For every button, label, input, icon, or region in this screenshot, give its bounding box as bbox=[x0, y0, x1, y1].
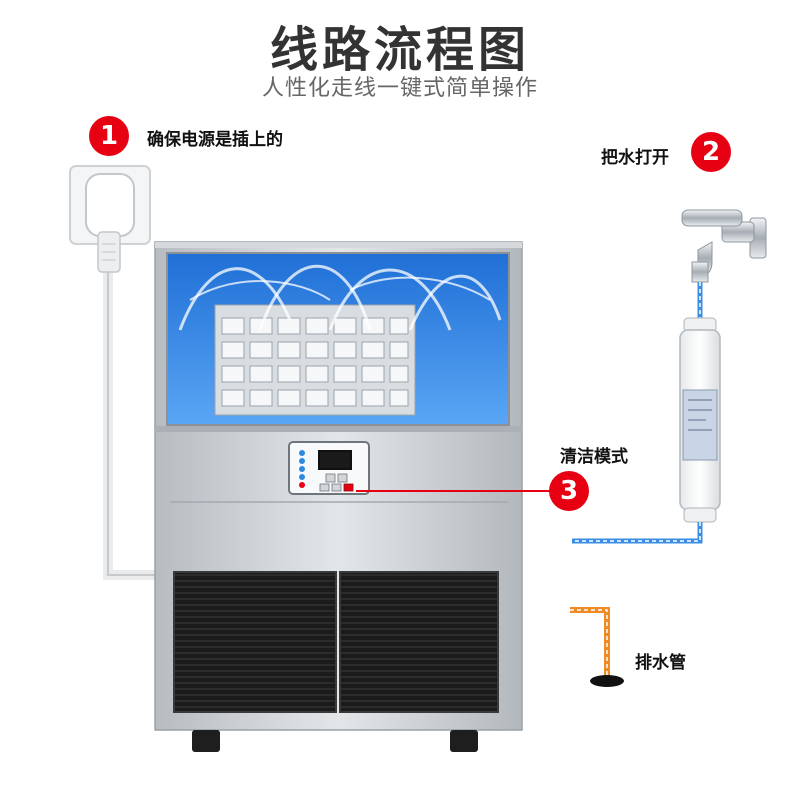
power-socket-icon bbox=[69, 165, 151, 273]
water-splash bbox=[178, 264, 502, 331]
drain-pipe-label: 排水管 bbox=[635, 653, 686, 673]
step-2-label: 把水打开 bbox=[601, 148, 669, 168]
water-filter-icon bbox=[679, 317, 721, 523]
right-grille bbox=[339, 571, 499, 713]
page-title: 线路流程图 bbox=[269, 22, 530, 78]
drain-pipe-icon bbox=[570, 607, 624, 687]
ice-tray bbox=[214, 304, 416, 416]
control-panel bbox=[288, 441, 370, 495]
step-2-badge: 2 bbox=[691, 132, 731, 172]
left-grille bbox=[173, 571, 337, 713]
step-3-label: 清洁模式 bbox=[560, 447, 628, 467]
page-subtitle: 人性化走线一键式简单操作 bbox=[261, 76, 538, 101]
power-cord bbox=[103, 265, 165, 580]
step-1-label: 确保电源是插上的 bbox=[147, 130, 283, 150]
step-1-badge: 1 bbox=[89, 116, 129, 156]
water-hose-lower bbox=[572, 522, 703, 544]
step-3-badge: 3 bbox=[549, 471, 589, 511]
water-tap-icon bbox=[681, 209, 767, 283]
machine-foot-right bbox=[450, 730, 478, 752]
ice-machine bbox=[154, 241, 523, 752]
machine-foot-left bbox=[192, 730, 220, 752]
